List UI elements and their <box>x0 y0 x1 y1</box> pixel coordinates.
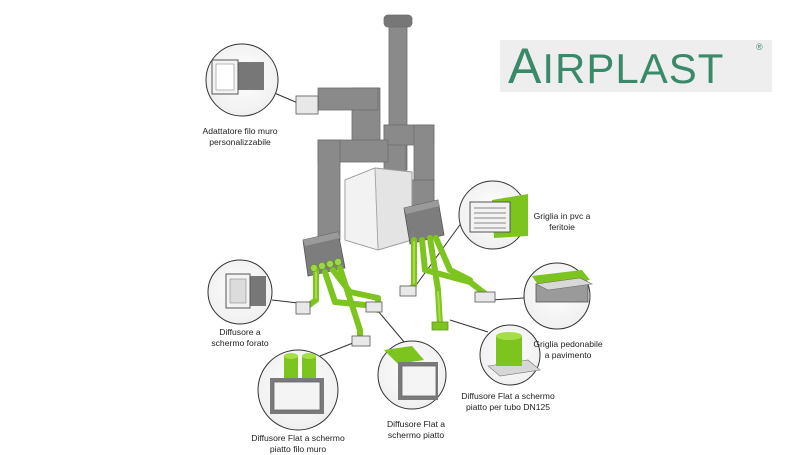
label-diffusore-forato-line2: schermo forato <box>211 338 269 348</box>
callout-circles <box>205 43 594 431</box>
logo-wordmark: AIRPLAST <box>508 40 724 95</box>
label-flat-dn125-line2: piatto per tubo DN125 <box>466 402 550 412</box>
registered-mark: ® <box>756 42 763 52</box>
logo-rest: IRPLAST <box>542 45 725 92</box>
callout-flat-filo-muro <box>257 349 339 431</box>
label-griglia-pedonabile-line2: a pavimento <box>545 350 592 360</box>
label-flat-piatto-line2: schermo piatto <box>388 430 445 440</box>
ventilation-unit <box>344 167 413 251</box>
callout-adattatore <box>205 43 279 117</box>
airplast-logo: AIRPLAST ® <box>500 40 772 92</box>
label-flat-piatto-line1: Diffusore Flat a <box>387 419 445 429</box>
callout-flat-dn125 <box>479 324 541 386</box>
callout-griglia-pvc <box>458 180 528 250</box>
label-flat-filo-muro-line1: Diffusore Flat a schermo <box>251 433 345 443</box>
label-diffusore-forato-line1: Diffusore a <box>219 327 261 337</box>
label-griglia-pvc-line1: Griglia in pvc a <box>534 211 591 221</box>
callout-flat-piatto <box>377 340 447 410</box>
label-adattatore-line2: personalizzabile <box>209 137 271 147</box>
callout-griglia-pedonabile <box>523 262 594 330</box>
label-griglia-pvc-line2: feritoie <box>549 222 575 232</box>
callout-diffusore-forato <box>207 259 273 325</box>
label-flat-filo-muro-line2: piatto filo muro <box>270 444 327 454</box>
green-ducts-highlight <box>315 241 441 323</box>
label-griglia-pedonabile-line1: Griglia pedonabile <box>533 339 602 349</box>
duct-collars <box>310 258 342 272</box>
wall-adapter <box>295 95 319 115</box>
terminals <box>295 285 496 347</box>
logo-initial: A <box>508 38 543 94</box>
leader-lines <box>271 91 525 357</box>
gray-ducts <box>317 14 435 241</box>
label-adattatore-line1: Adattatore filo muro <box>203 126 278 136</box>
label-flat-dn125-line1: Diffusore Flat a schermo <box>461 391 555 401</box>
callout-labels: Adattatore filo muro personalizzabile Gr… <box>203 126 603 454</box>
